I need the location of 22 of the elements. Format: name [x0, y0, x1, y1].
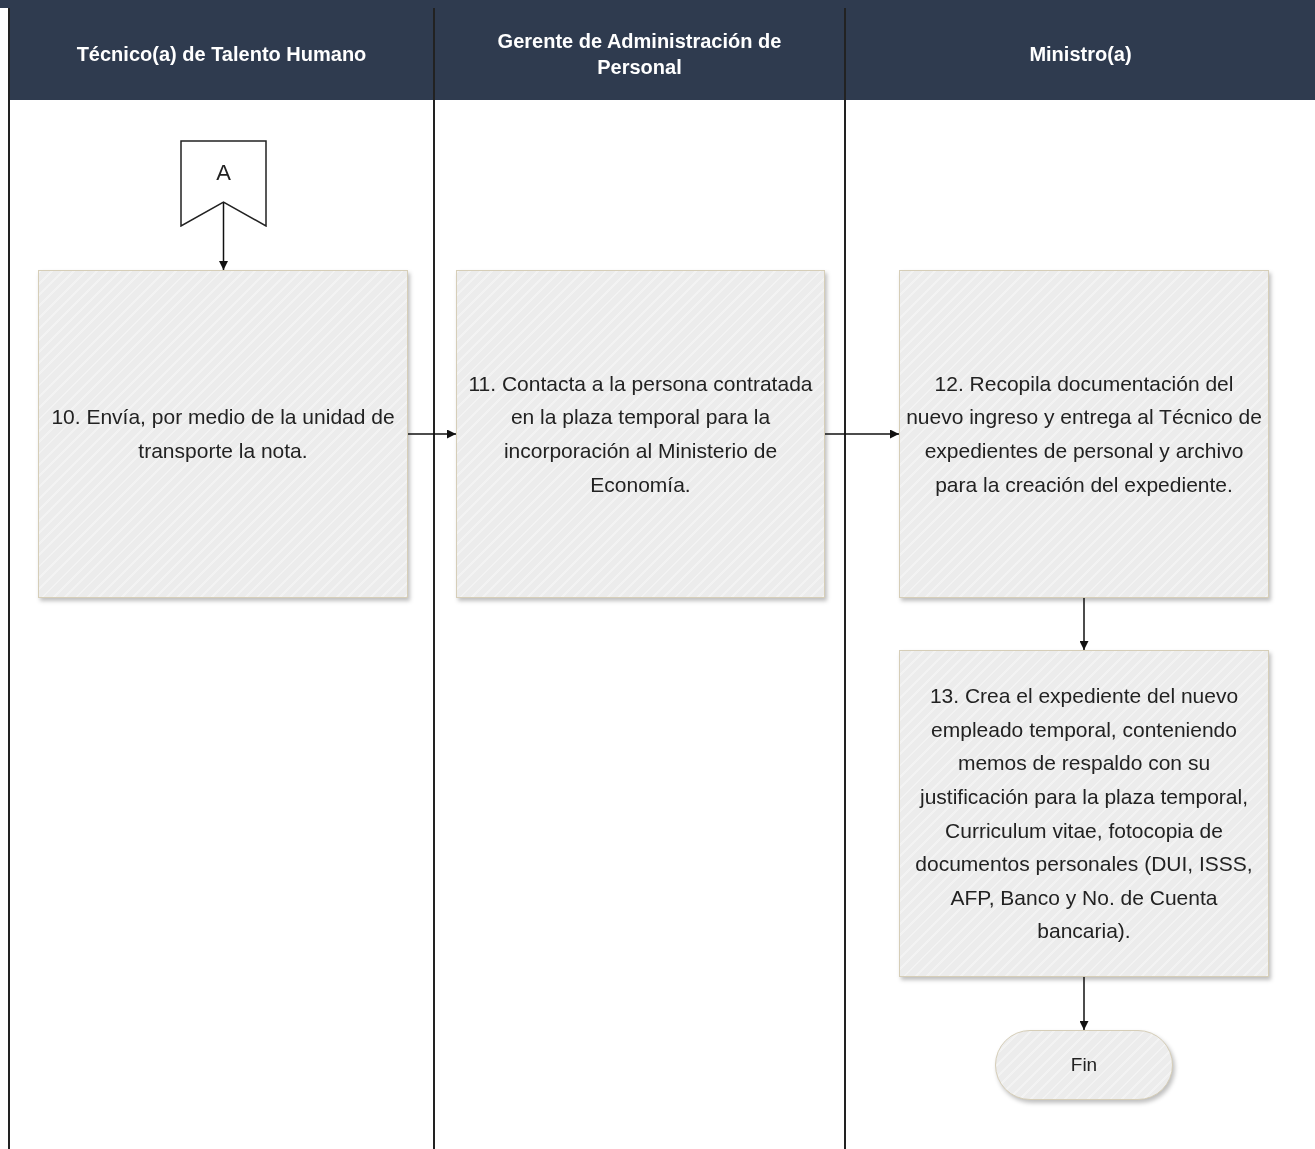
terminator-label: Fin [1069, 1052, 1099, 1077]
process-box [456, 270, 825, 598]
lane-title: Técnico(a) de Talento Humano [75, 42, 368, 67]
step-text: 13. Crea el expediente del nuevo empleado temporal, conteniendo memos de respaldo con su justificación para la plaza temporal, Curriculum vitae, fotocopia de documentos personales (DUI, ISSS, AFP, Banco y No. de Cuenta bancaria). [914, 683, 1254, 945]
lane-title: Ministro(a) [1028, 42, 1133, 67]
process-box [899, 650, 1269, 977]
arrow [824, 429, 900, 439]
swimlane [433, 8, 844, 1149]
connector-label: A [216, 160, 231, 187]
terminator [995, 1030, 1173, 1100]
arrow [1079, 597, 1089, 651]
step-text: 11. Contacta a la persona contratada en la plaza temporal para la incorporación al Ministerio de Economía. [467, 370, 814, 498]
process-box [38, 270, 408, 598]
lane-title: Gerente de Administración de Personal [496, 29, 783, 80]
arrow [407, 429, 457, 439]
arrow [1079, 976, 1089, 1031]
off-page-connector [180, 140, 267, 227]
step-text: 12. Recopila documentación del nuevo ingreso y entrega al Técnico de expedientes de personal y archivo para la creación del expediente. [905, 370, 1263, 498]
step-text: 10. Envía, por medio de la unidad de transporte la nota. [50, 404, 396, 464]
swimlane [844, 8, 1315, 1149]
process-box [899, 270, 1269, 598]
swimlane [8, 8, 433, 1149]
